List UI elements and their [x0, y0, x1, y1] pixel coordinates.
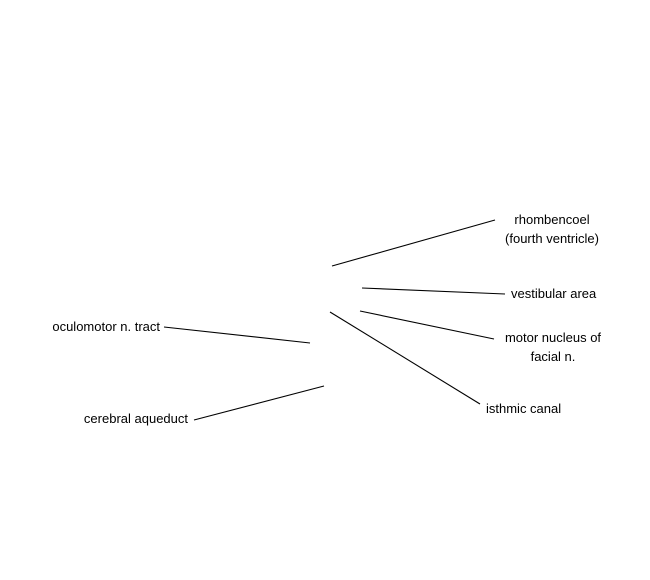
label-oculomotor-tract: oculomotor n. tract	[52, 319, 160, 334]
label-cerebral-aqueduct: cerebral aqueduct	[83, 411, 188, 426]
label-isthmic-canal: isthmic canal	[486, 401, 562, 416]
leader-line-motor-nucleus	[359, 310, 495, 340]
label-rhombencoel-line2: (fourth ventricle)	[505, 231, 599, 246]
label-rhombencoel: rhombencoel (fourth ventricle)	[488, 210, 616, 248]
label-motor-nucleus: motor nucleus of facial n.	[494, 328, 612, 366]
label-motor-nucleus-line1: motor nucleus of	[504, 330, 602, 345]
leader-line-rhombencoel	[331, 219, 496, 267]
leader-line-cerebral-aqueduct	[193, 385, 325, 421]
label-motor-nucleus-line2: facial n.	[530, 349, 576, 364]
label-rhombencoel-line1: rhombencoel	[514, 212, 590, 227]
label-vestibular-area: vestibular area	[511, 286, 597, 301]
leader-line-isthmic-canal	[329, 311, 481, 405]
leader-line-vestibular-area	[361, 287, 506, 295]
leader-line-oculomotor-tract	[163, 326, 311, 344]
